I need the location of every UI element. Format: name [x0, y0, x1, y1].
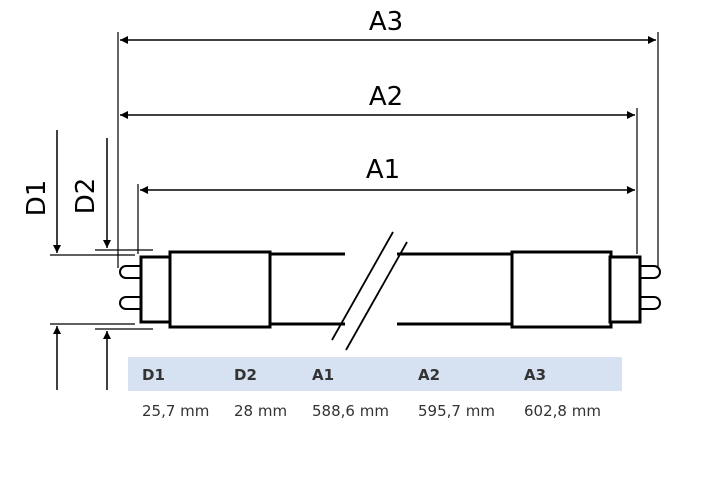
left-sleeve [168, 250, 272, 329]
table-header-a2: A2 [418, 366, 440, 384]
dimension-d1 [50, 130, 135, 390]
break-mark [331, 231, 408, 351]
table-value-d2: 28 mm [234, 402, 287, 420]
right-pins [640, 265, 661, 310]
label-d1: D1 [22, 180, 52, 217]
label-a3: A3 [369, 7, 403, 37]
label-a2: A2 [369, 82, 403, 112]
label-d2: D2 [71, 178, 101, 215]
table-value-d1: 25,7 mm [142, 402, 209, 420]
table-value-a3: 602,8 mm [524, 402, 601, 420]
dimension-a1 [137, 184, 635, 254]
dimension-a3 [117, 32, 659, 268]
table-header-bg [128, 357, 622, 391]
table-header-d2: D2 [234, 366, 257, 384]
left-end-cap [139, 255, 173, 324]
table-header-a1: A1 [312, 366, 334, 384]
left-pins [119, 265, 140, 310]
tube-drawing [119, 231, 661, 351]
right-sleeve [510, 250, 613, 329]
right-end-cap [608, 255, 642, 324]
label-a1: A1 [366, 155, 400, 185]
dimension-d2 [95, 138, 153, 390]
dimensions-table: D1 D2 A1 A2 A3 25,7 mm 28 mm 588,6 mm 59… [128, 357, 622, 420]
table-value-a1: 588,6 mm [312, 402, 389, 420]
table-value-a2: 595,7 mm [418, 402, 495, 420]
table-header-a3: A3 [524, 366, 546, 384]
table-header-d1: D1 [142, 366, 165, 384]
dimension-a2 [120, 108, 638, 254]
